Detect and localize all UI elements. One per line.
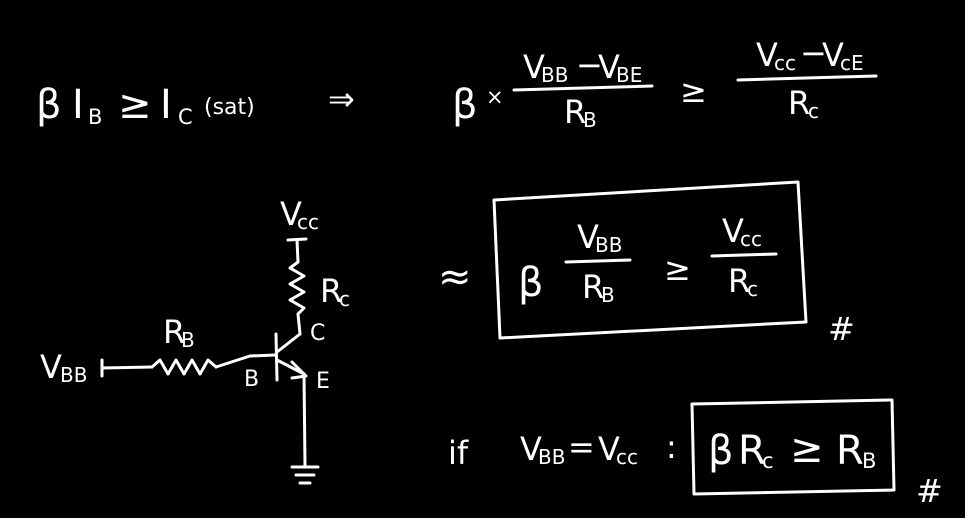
- base-wire-2: [248, 353, 278, 358]
- approx-symbol: ≈: [438, 254, 472, 300]
- geq-symbol: ≥: [118, 82, 152, 128]
- geq-symbol-expanded: ≥: [680, 72, 707, 110]
- transistor-circuit: V cc R c C E V BB R B: [40, 195, 350, 485]
- transistor-base-bar: [274, 332, 279, 382]
- rb-letter-result: R: [836, 428, 864, 474]
- collector-wire: [296, 312, 302, 336]
- rc-subscript-den: c: [808, 99, 819, 123]
- vbb-label-subscript: BB: [60, 363, 87, 387]
- saturation-condition: β I B ≥ I C (sat) ⇒: [36, 80, 355, 129]
- end-mark-1: #: [828, 310, 855, 348]
- ic-letter: I: [160, 82, 172, 128]
- rc-letter-den: R: [788, 84, 810, 122]
- beta-symbol: β: [36, 82, 62, 128]
- rc-subscript-approx: c: [747, 277, 758, 301]
- transistor-emitter-leg: [275, 358, 306, 376]
- approximation-box: [492, 180, 808, 340]
- rc-label-letter: R: [320, 272, 342, 310]
- rc-resistor: [288, 260, 306, 316]
- vbb-wire: [100, 365, 154, 370]
- vbe-letter: V: [598, 48, 620, 86]
- implies-arrow: ⇒: [328, 80, 355, 118]
- geq-symbol-result: ≥: [790, 426, 824, 472]
- vcc-wire: [295, 238, 300, 264]
- rc-subscript-result: c: [762, 449, 774, 473]
- ib-letter: I: [72, 82, 84, 128]
- fraction-bar-3: [564, 258, 632, 264]
- vbb-letter: V: [523, 48, 545, 86]
- expanded-inequality: β × V BB − V BE R B ≥ V cc − V cE R c: [452, 34, 878, 132]
- vbb-letter-approx: V: [577, 218, 599, 256]
- transistor-collector-leg: [275, 332, 302, 354]
- approximation: ≈ β V BB R B ≥ V cc R c #: [438, 180, 855, 348]
- if-word: if: [448, 434, 469, 472]
- rc-letter-approx: R: [728, 262, 750, 300]
- result-box: [690, 398, 896, 496]
- vbb-letter-case: V: [520, 430, 542, 468]
- rb-subscript-den: B: [583, 108, 597, 132]
- emitter-label: E: [316, 369, 330, 394]
- vbb-subscript-approx: BB: [595, 233, 622, 257]
- base-label: B: [244, 367, 259, 392]
- vbe-subscript: BE: [616, 63, 642, 87]
- special-case: if V BB = V cc : β R c ≥ R B #: [448, 398, 943, 510]
- vce-letter: V: [822, 36, 844, 74]
- vcc-letter-case: V: [598, 430, 620, 468]
- vbb-label-letter: V: [40, 348, 62, 386]
- vcc-subscript-approx: cc: [740, 227, 762, 251]
- ic-subscript: C: [178, 105, 193, 129]
- rc-label-subscript: c: [339, 287, 350, 311]
- rb-subscript-approx: B: [601, 283, 615, 307]
- rb-subscript-result: B: [862, 449, 876, 473]
- vcc-letter-approx: V: [722, 212, 744, 250]
- colon-symbol: :: [666, 428, 677, 466]
- fraction-bar-4: [710, 252, 778, 258]
- fraction-bar-2: [736, 74, 878, 82]
- equals-sign: =: [568, 428, 595, 466]
- times-symbol: ×: [486, 85, 504, 109]
- vcc-label-subscript: cc: [297, 210, 319, 234]
- ib-subscript: B: [88, 105, 102, 129]
- rb-letter-approx: R: [582, 268, 604, 306]
- beta-symbol-approx: β: [518, 260, 544, 306]
- rc-letter-result: R: [738, 428, 766, 474]
- minus-sign-1: −: [576, 46, 603, 84]
- geq-symbol-approx: ≥: [664, 250, 691, 288]
- rb-label-letter: R: [163, 313, 185, 351]
- emitter-wire: [302, 372, 307, 468]
- emitter-arrow-icon: [290, 360, 308, 380]
- vcc-subscript: cc: [774, 51, 796, 75]
- vbb-subscript-case: BB: [538, 445, 565, 469]
- rb-letter-den: R: [564, 93, 586, 131]
- base-wire-1: [214, 354, 252, 369]
- fraction-bar-1: [512, 84, 654, 92]
- vcc-label-letter: V: [280, 195, 302, 233]
- minus-sign-2: −: [800, 34, 827, 72]
- sat-label: (sat): [204, 95, 255, 120]
- vce-subscript: cE: [840, 51, 864, 75]
- beta-symbol-expanded: β: [452, 82, 478, 128]
- collector-label: C: [310, 321, 325, 346]
- ground-icon: [290, 465, 320, 485]
- rb-label-subscript: B: [181, 328, 195, 352]
- vbb-subscript: BB: [541, 63, 568, 87]
- end-mark-2: #: [916, 472, 943, 510]
- vcc-subscript-case: cc: [616, 445, 638, 469]
- rb-resistor: [150, 358, 218, 376]
- beta-symbol-result: β: [708, 428, 734, 474]
- vcc-letter: V: [756, 36, 778, 74]
